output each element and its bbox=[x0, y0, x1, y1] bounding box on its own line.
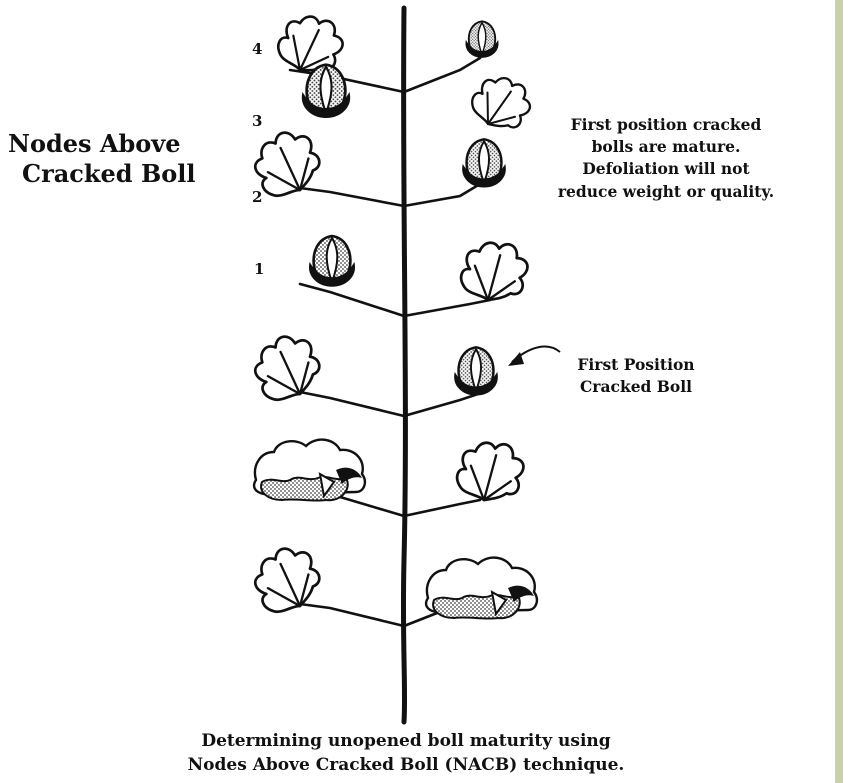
note-line-2: bolls are mature. bbox=[592, 137, 741, 156]
leaf-lower-right bbox=[454, 437, 527, 506]
boll-node1-left bbox=[310, 236, 355, 286]
open-boll-bottom-right bbox=[426, 558, 537, 619]
callout-line-2: Cracked Boll bbox=[580, 377, 692, 396]
note-line-1: First position cracked bbox=[571, 115, 762, 134]
note-line-3: Defoliation will not bbox=[582, 159, 750, 178]
note-line-4: reduce weight or quality. bbox=[558, 182, 774, 201]
callout-label: First Position Cracked Boll bbox=[577, 355, 694, 396]
figure-caption: Determining unopened boll maturity using… bbox=[188, 731, 625, 775]
node-label-4: 4 bbox=[252, 40, 262, 58]
first-position-cracked-boll bbox=[455, 347, 497, 395]
caption-line-2: Nodes Above Cracked Boll (NACB) techniqu… bbox=[188, 755, 625, 775]
callout-line-1: First Position bbox=[577, 355, 694, 374]
node-label-2: 2 bbox=[252, 188, 262, 206]
leaf-node1-right bbox=[458, 237, 531, 306]
title-line-1: Nodes Above bbox=[8, 129, 181, 158]
node-label-1: 1 bbox=[254, 260, 264, 278]
main-stem bbox=[403, 8, 405, 722]
leaf-mid-left bbox=[244, 327, 328, 410]
caption-line-1: Determining unopened boll maturity using bbox=[201, 731, 610, 751]
open-boll-lower-left bbox=[254, 440, 365, 501]
maturity-note: First position cracked bolls are mature.… bbox=[558, 115, 774, 201]
boll-node4-right bbox=[466, 21, 498, 57]
leaf-bottom-left bbox=[244, 539, 328, 622]
leaf-node3-right bbox=[465, 68, 537, 139]
node-label-3: 3 bbox=[252, 112, 262, 130]
side-border-bar bbox=[835, 0, 843, 783]
boll-node2-right bbox=[463, 139, 505, 187]
title-line-2: Cracked Boll bbox=[22, 159, 195, 188]
